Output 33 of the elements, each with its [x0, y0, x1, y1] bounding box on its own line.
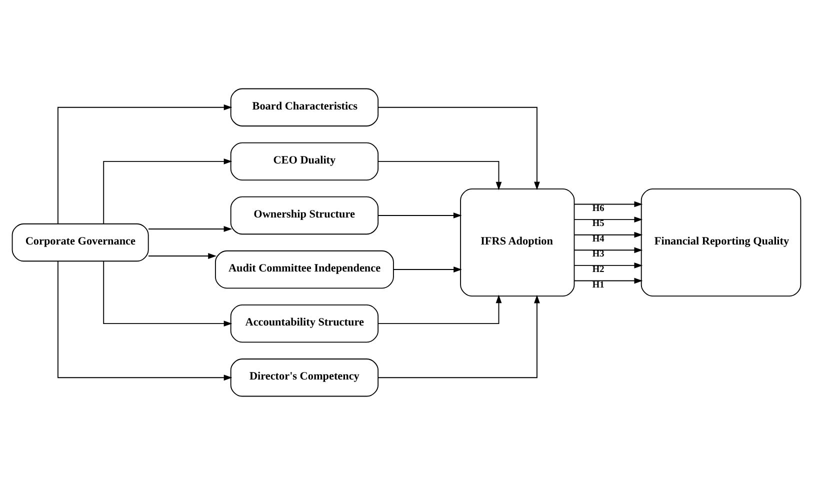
arrow [378, 294, 540, 378]
arrow [57, 260, 232, 381]
arrow [148, 253, 216, 259]
arrow [378, 160, 502, 190]
arrow [574, 201, 643, 208]
node-box: Financial Reporting Quality [640, 188, 802, 297]
arrow [378, 106, 540, 190]
arrow [393, 266, 462, 272]
arrow [378, 294, 502, 324]
edge-label: H2 [592, 264, 604, 275]
node-box: Director's Competency [230, 358, 379, 397]
node-box: CEO Duality [230, 142, 379, 181]
arrow [574, 247, 643, 254]
edge-label: H6 [592, 204, 604, 214]
arrow [57, 104, 232, 224]
node-box: IFRS Adoption [460, 188, 575, 297]
node-box: Board Characteristics [230, 88, 379, 126]
arrow [574, 232, 643, 238]
node-box: Corporate Governance [12, 223, 149, 262]
node-box: Accountability Structure [230, 304, 379, 343]
node-box: Audit Committee Independence [214, 250, 394, 289]
arrow [574, 262, 643, 268]
edge-label: H5 [592, 219, 604, 230]
arrow [148, 226, 232, 232]
node-box: Ownership Structure [230, 196, 379, 235]
edge-label: H3 [592, 250, 604, 260]
arrow [378, 212, 462, 218]
arrow [103, 158, 232, 224]
arrow [574, 278, 643, 284]
edge-label: H4 [592, 234, 604, 244]
arrow [574, 216, 643, 222]
edge-label: H1 [592, 280, 604, 290]
arrow [103, 260, 232, 327]
